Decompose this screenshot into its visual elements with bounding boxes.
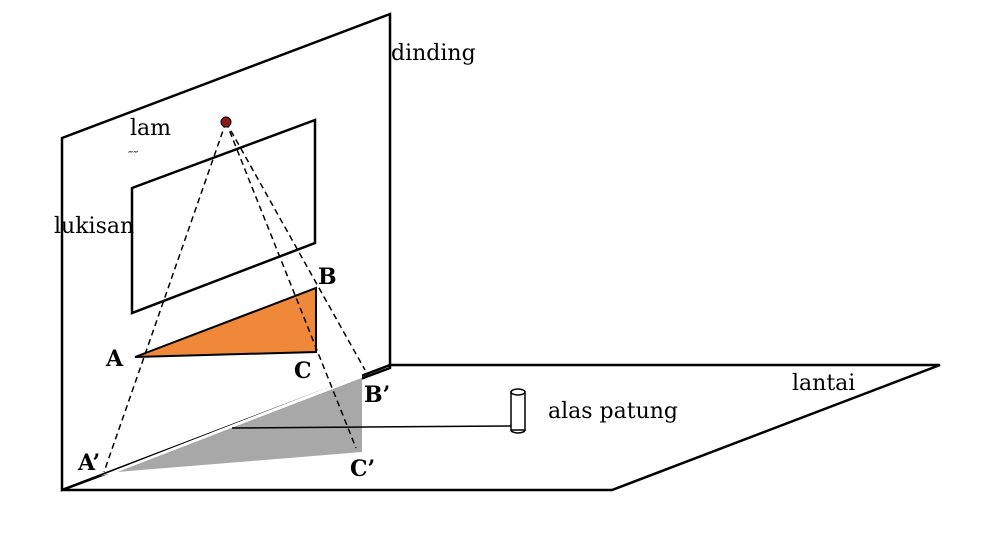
projection-line-a	[103, 121, 227, 473]
wall-label: dinding	[391, 41, 476, 66]
projection-line-c	[225, 121, 357, 449]
point-b-label: B	[318, 264, 337, 290]
statue-base-icon	[510, 388, 526, 434]
painting-rectangle	[130, 118, 317, 315]
wall-plane	[60, 12, 392, 492]
point-b-prime-label: B’	[364, 382, 390, 408]
point-c-prime-label: C’	[350, 456, 375, 482]
lamp-label: lam	[130, 116, 171, 141]
lamp-label-artifact: ‴‴	[128, 150, 138, 161]
projection-line-b	[225, 121, 366, 371]
statue-base-label: alas patung	[548, 399, 678, 424]
floor-label: lantai	[792, 371, 855, 396]
statue-line	[231, 425, 513, 429]
point-a-label: A	[105, 346, 124, 372]
point-a-prime-label: A’	[77, 450, 100, 476]
painting-label: lukisan	[54, 214, 134, 239]
triangle-abc	[134, 286, 317, 358]
shadow-highlight	[100, 374, 362, 476]
lamp-icon	[220, 116, 232, 128]
point-c-label: C	[294, 358, 312, 384]
